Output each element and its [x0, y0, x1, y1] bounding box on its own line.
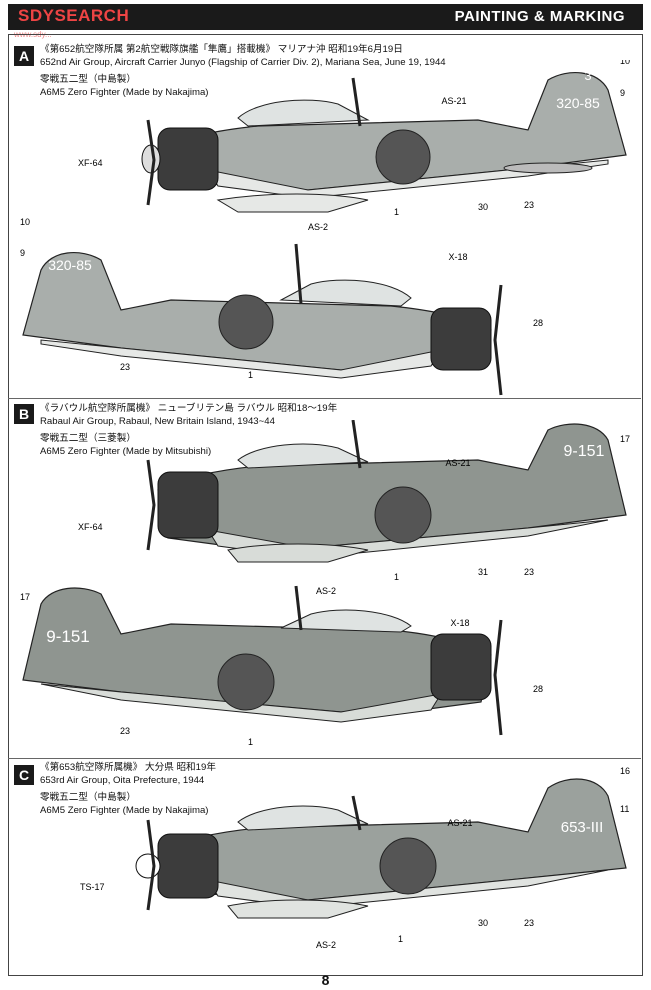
aircraft-b-left-side [146, 420, 627, 563]
callout-c-ts17: TS-17 [80, 882, 105, 892]
callout-c-11: 11 [620, 804, 629, 814]
tail-code-b-top: 9-151 [564, 443, 605, 460]
callout-b-28: 28 [533, 684, 543, 694]
callout-c-23: 23 [524, 918, 534, 928]
callout-c-as2: AS-2 [316, 940, 336, 950]
callout-c-30: 30 [478, 918, 488, 928]
section-c-en-title: 653rd Air Group, Oita Prefecture, 1944 [40, 775, 205, 786]
section-c-model-en: A6M5 Zero Fighter (Made by Nakajima) [40, 805, 209, 816]
tail-code-b-bottom: 9-151 [46, 627, 89, 646]
callout-b-17-b: 17 [20, 592, 30, 602]
section-c-drawings: 653-III 16 11 AS-21 TS-17 AS-2 1 30 23 [80, 766, 630, 950]
aircraft-a-left-side [141, 72, 627, 213]
section-divider-2 [8, 758, 641, 759]
callout-b-as2: AS-2 [316, 586, 336, 596]
callout-a-as21: AS-21 [441, 96, 466, 106]
callout-b-1: 1 [394, 572, 399, 582]
page-header: SDYSEARCH PAINTING & MARKING [8, 4, 643, 30]
tail-code-a-top: 320-85 [556, 95, 600, 111]
section-b-model-jp: 零戦五二型（三菱製） [40, 433, 136, 444]
callout-b-as21: AS-21 [445, 458, 470, 468]
callout-a-9: 9 [620, 88, 625, 98]
callout-b-x18: X-18 [450, 618, 469, 628]
section-a-model-jp: 零戦五二型（中島製） [40, 74, 136, 85]
section-b-en-title: Rabaul Air Group, Rabaul, New Britain Is… [40, 416, 275, 427]
section-a-en-title: 652nd Air Group, Aircraft Carrier Junyo … [40, 57, 446, 68]
aircraft-c-left-side [135, 778, 627, 919]
section-a-drawings: 3 320-85 10 9 AS-21 XF-64 AS-2 1 30 23 3… [20, 60, 630, 396]
section-divider [8, 398, 641, 399]
callout-c-16: 16 [620, 766, 630, 776]
callout-a-10-b: 10 [20, 217, 30, 227]
section-a-model-en: A6M5 Zero Fighter (Made by Nakajima) [40, 87, 209, 98]
section-b-badge: B [14, 404, 34, 424]
callout-c-as21: AS-21 [447, 818, 472, 828]
page-title: PAINTING & MARKING [454, 8, 625, 25]
watermark-logo: SDYSEARCH [18, 6, 130, 25]
section-c-jp-title: 《第653航空隊所属機》 大分県 昭和19年 [40, 762, 216, 773]
callout-b-23-b: 23 [120, 726, 130, 736]
aircraft-a-right-side [22, 243, 503, 396]
section-c-model-jp: 零戦五二型（中島製） [40, 792, 136, 803]
tail-number-a-bottom: 3 [64, 230, 72, 246]
section-b-jp-title: 《ラバウル航空隊所属機》 ニューブリテン島 ラバウル 昭和18〜19年 [40, 403, 338, 414]
callout-a-1: 1 [394, 207, 399, 217]
section-b-drawings: 9-151 17 AS-21 XF-64 AS-2 1 31 23 9-151 … [20, 420, 630, 747]
section-b-model-en: A6M5 Zero Fighter (Made by Mitsubishi) [40, 446, 212, 457]
callout-a-1-b: 1 [248, 370, 253, 380]
content-frame [8, 34, 643, 976]
callout-b-23: 23 [524, 567, 534, 577]
aircraft-b-right-side [22, 585, 503, 736]
callout-a-10: 10 [620, 60, 630, 66]
callout-a-x18: X-18 [448, 252, 467, 262]
section-a-jp-title: 《第652航空隊所属 第2航空戦隊旗艦「隼鷹」搭載機》 マリアナ沖 昭和19年6… [40, 44, 403, 55]
section-c-badge: C [14, 765, 34, 785]
callout-c-1: 1 [398, 934, 403, 944]
callout-a-23: 23 [524, 200, 534, 210]
tail-code-a-bottom: 320-85 [48, 257, 92, 273]
callout-a-30: 30 [478, 202, 488, 212]
tail-number-a-top: 3 [584, 68, 591, 83]
callout-a-as2: AS-2 [308, 222, 328, 232]
section-a-badge: A [14, 46, 34, 66]
callout-a-xf64: XF-64 [78, 158, 103, 168]
callout-b-31: 31 [478, 567, 488, 577]
callout-b-1-b: 1 [248, 737, 253, 747]
callout-b-xf64: XF-64 [78, 522, 103, 532]
callout-a-23-b: 23 [120, 362, 130, 372]
page-number: 8 [321, 972, 330, 988]
tail-code-c: 653-III [561, 819, 604, 836]
callout-b-17: 17 [620, 434, 630, 444]
callout-a-28: 28 [533, 318, 543, 328]
callout-a-9-b: 9 [20, 248, 25, 258]
